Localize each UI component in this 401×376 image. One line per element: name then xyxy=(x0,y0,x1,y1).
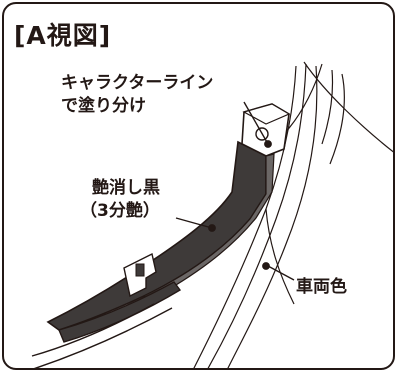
leader-character-line xyxy=(243,101,269,145)
body-panel-edge-6 xyxy=(283,63,323,135)
callout-character-line: キャラクターライン で塗り分け xyxy=(61,72,213,118)
garnish-edge-line-2 xyxy=(33,307,173,368)
leader-body-color xyxy=(267,265,295,281)
body-panel xyxy=(193,61,393,368)
body-panel-edge-7 xyxy=(265,208,295,305)
matte-black-garnish xyxy=(31,140,275,368)
body-panel-edge-5 xyxy=(329,73,345,165)
garnish-lower-flange xyxy=(58,281,182,343)
view-title: [A視図] xyxy=(14,21,112,50)
callout-body-color: 車両色 xyxy=(296,277,347,297)
leader-matte-black-dot xyxy=(208,224,216,232)
body-panel-edge-4 xyxy=(321,69,334,145)
callout-matte-black: 艶消し黒 （3分艶） xyxy=(80,177,160,223)
body-panel-outer-edge xyxy=(303,61,393,153)
leader-body-color-dot xyxy=(262,262,270,270)
view-frame: [A視図] キャラクターライン で塗り分け 艶消し黒 （3分艶） 車両色 xyxy=(2,2,395,370)
upper-mount xyxy=(241,103,291,157)
upper-mount-face xyxy=(242,103,291,125)
callout-character-line-2: で塗り分け xyxy=(61,96,146,116)
callout-matte-black-line-1: 艶消し黒 xyxy=(92,178,160,198)
leader-character-line-dot xyxy=(264,140,272,148)
pillar-illustration xyxy=(31,61,393,368)
callout-character-line-1: キャラクターライン xyxy=(61,73,214,93)
garnish-clip-slot xyxy=(135,263,145,277)
garnish-edge-line xyxy=(31,303,155,357)
leader-matte-black xyxy=(175,217,213,229)
body-panel-edge-3 xyxy=(227,65,318,368)
leader-lines xyxy=(175,101,295,281)
callout-matte-black-line-2: （3分艶） xyxy=(80,201,160,221)
